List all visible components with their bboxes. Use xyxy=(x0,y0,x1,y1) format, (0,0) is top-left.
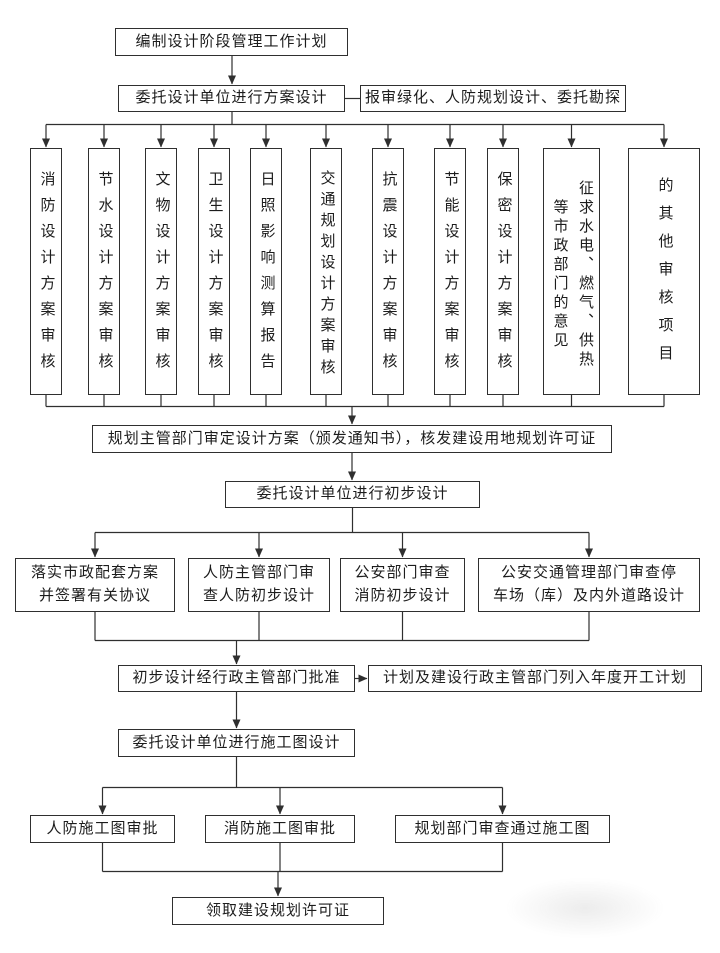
node-review-other-items: 的其他审核项目 xyxy=(628,148,700,395)
node-review-confidentiality: 保密设计方案审核 xyxy=(487,148,519,395)
node-review-municipal-opinions: 征求水电、燃气、供热 等市政部门的意见 xyxy=(543,148,600,395)
node-civil-defense-review: 人防主管部门审 查人防初步设计 xyxy=(188,558,330,612)
node-preliminary-design: 委托设计单位进行初步设计 xyxy=(225,481,480,508)
node-annual-plan: 计划及建设行政主管部门列入年度开工计划 xyxy=(368,665,702,692)
node-planning-drawing-approval: 规划部门审查通过施工图 xyxy=(395,815,610,843)
node-review-cultural-relics: 文物设计方案审核 xyxy=(145,148,177,395)
node-review-sunlight: 日照影响测算报告 xyxy=(250,148,282,395)
node-fire-drawing-approval: 消防施工图审批 xyxy=(205,815,355,843)
node-scheme-side: 报审绿化、人防规划设计、委托勘探 xyxy=(360,85,626,112)
node-final-permit: 领取建设规划许可证 xyxy=(172,897,384,925)
node-construction-drawing: 委托设计单位进行施工图设计 xyxy=(118,729,355,757)
node-review-sanitation: 卫生设计方案审核 xyxy=(198,148,230,395)
node-traffic-parking-review: 公安交通管理部门审查停 车场（库）及内外道路设计 xyxy=(478,558,700,612)
node-plan: 编制设计阶段管理工作计划 xyxy=(115,28,348,56)
node-review-traffic-planning: 交通规划设计方案审核 xyxy=(310,148,342,395)
node-preliminary-approval: 初步设计经行政主管部门批准 xyxy=(118,665,355,692)
node-scheme-design: 委托设计单位进行方案设计 xyxy=(118,85,345,112)
node-review-fire: 消防设计方案审核 xyxy=(30,148,62,395)
node-review-energy-saving: 节能设计方案审核 xyxy=(434,148,466,395)
connector-group xyxy=(42,56,668,897)
node-review-seismic: 抗震设计方案审核 xyxy=(372,148,404,395)
node-fire-preliminary-review: 公安部门审查 消防初步设计 xyxy=(340,558,465,612)
node-municipal-agreements: 落实市政配套方案 并签署有关协议 xyxy=(15,558,175,612)
node-civil-defense-drawing-approval: 人防施工图审批 xyxy=(30,815,175,843)
node-planning-approval: 规划主管部门审定设计方案（颁发通知书），核发建设用地规划许可证 xyxy=(92,425,612,453)
node-review-water-saving: 节水设计方案审核 xyxy=(88,148,120,395)
